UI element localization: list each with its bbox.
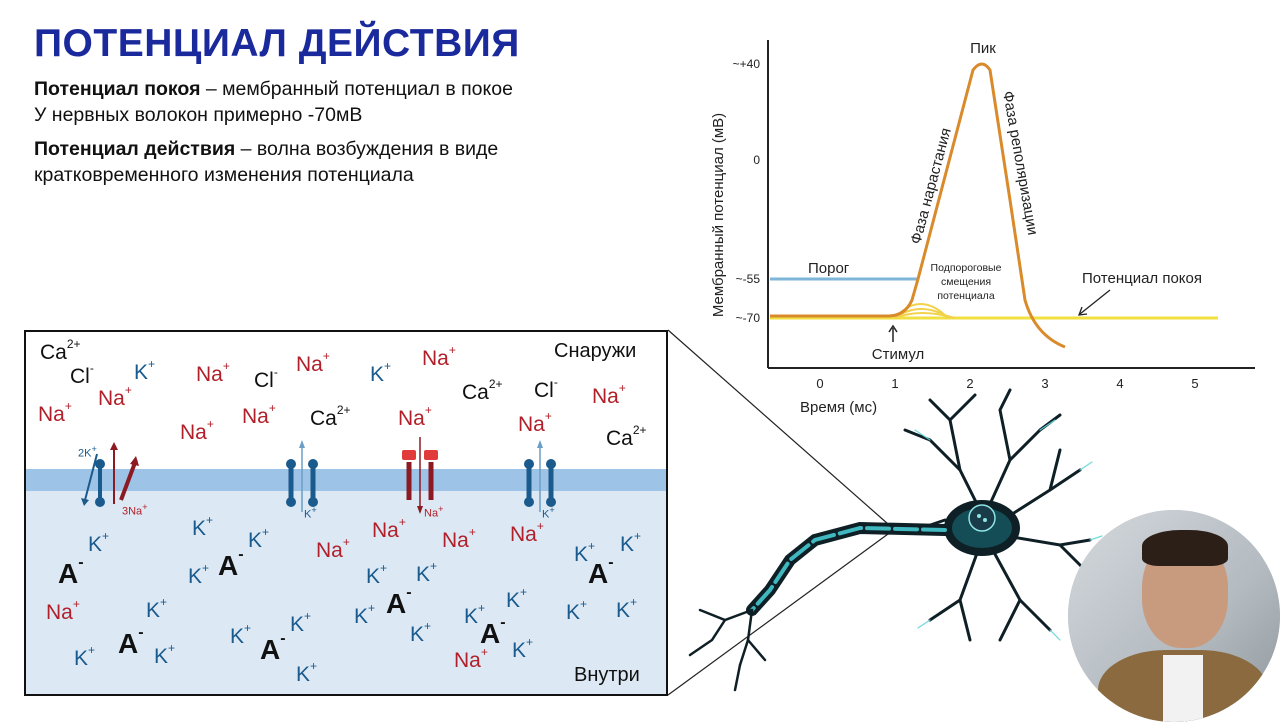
resting-label-arrow xyxy=(1080,290,1110,314)
pump-k-label: 2K+ xyxy=(78,444,97,460)
ion-na: Na+ xyxy=(510,522,544,547)
peak-label: Пик xyxy=(970,40,996,57)
y-axis-label: Мембранный потенциал (мВ) xyxy=(710,113,727,317)
ion-na: Na+ xyxy=(98,386,132,411)
ion-ca: Ca2+ xyxy=(310,406,351,431)
ion-anion: A- xyxy=(118,628,144,660)
ion-anion: A- xyxy=(58,558,84,590)
ion-k: K+ xyxy=(512,638,533,663)
ion-cl: Cl- xyxy=(254,368,278,393)
ion-na: Na+ xyxy=(38,402,72,427)
ytick-55: ~-55 xyxy=(736,272,761,286)
xtick-4: 4 xyxy=(1116,376,1123,391)
ion-k: K+ xyxy=(248,528,269,553)
ion-ca: Ca2+ xyxy=(462,380,503,405)
x-axis-label: Время (мс) xyxy=(800,399,877,416)
ion-na: Na+ xyxy=(196,362,230,387)
na-channel xyxy=(402,437,438,514)
ion-na: Na+ xyxy=(442,528,476,553)
ion-k: K+ xyxy=(134,360,155,385)
ion-na: Na+ xyxy=(518,412,552,437)
ytick-70: ~-70 xyxy=(736,311,761,325)
ion-k: K+ xyxy=(146,598,167,623)
ion-anion: A- xyxy=(588,558,614,590)
ion-k: K+ xyxy=(416,562,437,587)
ion-k: K+ xyxy=(616,598,637,623)
subthreshold-label-2: смещения xyxy=(941,276,991,288)
ion-k: K+ xyxy=(354,604,375,629)
zoom-line-bottom xyxy=(668,534,888,695)
ion-ca: Ca2+ xyxy=(606,426,647,451)
ion-k: K+ xyxy=(410,622,431,647)
membrane-diagram: 2K+ 3Na+ K+ Na+ K+ Снаружи Внутри Ca2+ C… xyxy=(24,330,668,696)
ion-cl: Cl- xyxy=(534,378,558,403)
threshold-label: Порог xyxy=(808,260,850,277)
presenter-video xyxy=(1068,510,1280,722)
subthreshold-label-1: Подпороговые xyxy=(931,262,1002,274)
neuron-illustration xyxy=(690,390,1102,690)
channel-na-label: Na+ xyxy=(424,504,443,520)
ion-na: Na+ xyxy=(398,406,432,431)
ion-k: K+ xyxy=(154,644,175,669)
presenter-hair xyxy=(1142,530,1228,566)
ion-na: Na+ xyxy=(242,404,276,429)
ion-anion: A- xyxy=(218,550,244,582)
ion-na: Na+ xyxy=(454,648,488,673)
stimulus-label: Стимул xyxy=(872,346,925,363)
pump-na-label: 3Na+ xyxy=(122,502,148,518)
ion-k: K+ xyxy=(366,564,387,589)
resting-label: Потенциал покоя xyxy=(1082,270,1202,287)
ion-k: K+ xyxy=(296,662,317,687)
ion-na: Na+ xyxy=(372,518,406,543)
k-channel-2 xyxy=(524,440,556,512)
channel-k-label-1: K+ xyxy=(304,505,317,521)
xtick-5: 5 xyxy=(1191,376,1198,391)
ion-na: Na+ xyxy=(296,352,330,377)
presenter-shirt xyxy=(1163,655,1203,722)
ion-na: Na+ xyxy=(316,538,350,563)
xtick-0: 0 xyxy=(816,376,823,391)
ion-na: Na+ xyxy=(46,600,80,625)
ion-k: K+ xyxy=(566,600,587,625)
ion-k: K+ xyxy=(506,588,527,613)
ion-k: K+ xyxy=(74,646,95,671)
k-channel-1 xyxy=(286,440,318,512)
inside-label: Внутри xyxy=(574,664,640,687)
ion-anion: A- xyxy=(386,588,412,620)
ion-anion: A- xyxy=(260,634,286,666)
ion-k: K+ xyxy=(370,362,391,387)
subthreshold-label-3: потенциала xyxy=(937,290,994,302)
ion-cl: Cl- xyxy=(70,364,94,389)
ion-k: K+ xyxy=(188,564,209,589)
ion-ca: Ca2+ xyxy=(40,340,81,365)
xtick-3: 3 xyxy=(1041,376,1048,391)
ion-k: K+ xyxy=(230,624,251,649)
ytick-40: ~+40 xyxy=(733,57,761,71)
ion-na: Na+ xyxy=(180,420,214,445)
ion-na: Na+ xyxy=(422,346,456,371)
xtick-2: 2 xyxy=(966,376,973,391)
outside-label: Снаружи xyxy=(554,340,636,363)
zoom-line-top xyxy=(668,330,888,524)
ion-k: K+ xyxy=(290,612,311,637)
ion-k: K+ xyxy=(192,516,213,541)
ion-k: K+ xyxy=(88,532,109,557)
ion-k: K+ xyxy=(620,532,641,557)
ion-na: Na+ xyxy=(592,384,626,409)
xtick-1: 1 xyxy=(891,376,898,391)
ytick-0: 0 xyxy=(753,153,760,167)
